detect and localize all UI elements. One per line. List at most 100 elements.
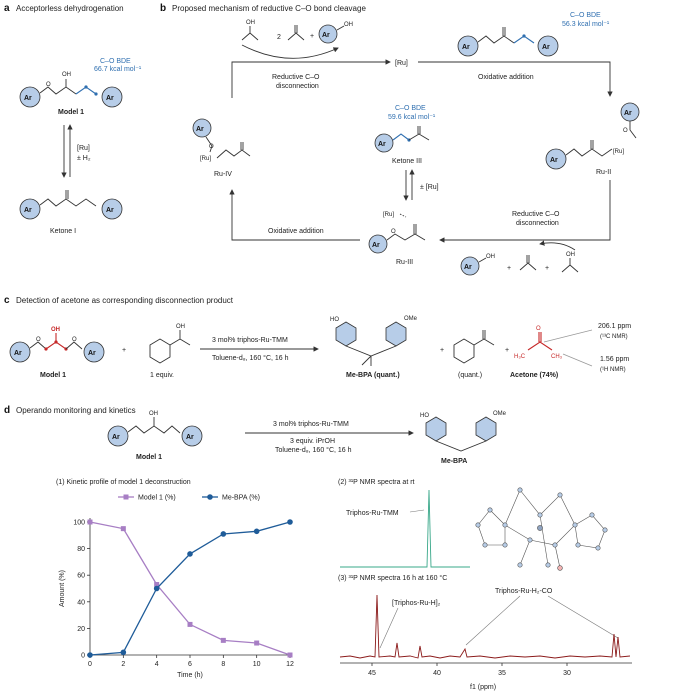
svg-text:O: O (209, 144, 214, 150)
nmr-hot-spectrum (339, 594, 631, 659)
crystal-structure-icon (475, 487, 608, 571)
svg-text:[Ru]: [Ru] (383, 212, 394, 218)
data-point (253, 528, 260, 535)
data-point (187, 551, 193, 557)
svg-text:Ar: Ar (322, 32, 330, 39)
panel-b-plus: + (310, 33, 314, 40)
data-point (153, 585, 160, 592)
aryl-ring-icon: Ar (19, 86, 41, 108)
aryl-ring-icon: Ar (374, 133, 394, 153)
panel-d-nmr-rt-label: Triphos-Ru-TMM (346, 510, 399, 517)
data-point (220, 531, 227, 537)
panel-d: d Operando monitoring and kinetics Ar OH… (4, 405, 632, 691)
f1-tick-label: 40 (433, 670, 441, 677)
panel-c-title: Detection of acetone as corresponding di… (16, 296, 234, 305)
panel-a: a Acceptorless dehydrogenation C–O BDE 6… (4, 3, 142, 235)
panel-d-conditions-3: Toluene-d₈, 160 °C, 16 h (275, 446, 352, 454)
data-point (120, 526, 126, 532)
panel-d-kinetic-title: (1) Kinetic profile of model 1 deconstru… (56, 479, 191, 486)
panel-c-ome: OMe (404, 316, 418, 322)
y-tick-label: 40 (77, 599, 85, 606)
svg-text:Ar: Ar (106, 207, 114, 214)
aryl-ring-icon: Ar (101, 198, 123, 220)
y-axis-label: Amount (%) (59, 570, 66, 607)
panel-d-product: Me-BPA (441, 458, 467, 465)
panel-b-bde-top-label: C–O BDE (570, 12, 601, 19)
panel-b-bde-top-value: 56.3 kcal mol⁻¹ (562, 21, 610, 28)
aryl-ring-icon: Ar (181, 425, 203, 447)
panel-b-letter: b (160, 3, 166, 14)
panel-d-nmr-hot-title: (3) ³¹P NMR spectra 16 h at 160 °C (338, 574, 447, 582)
hydroxyl-label: OH (62, 72, 71, 78)
svg-text:O: O (623, 128, 628, 134)
panel-d-title: Operando monitoring and kinetics (16, 406, 136, 415)
svg-text:Ar: Ar (378, 141, 386, 148)
panel-c-c13-nmr: (¹³C NMR) (600, 334, 628, 340)
panel-b-ru-center: [Ru] (395, 60, 408, 67)
panel-a-h2: ± H₂ (77, 155, 91, 162)
panel-c-ho: HO (330, 317, 339, 323)
panel-d-co-label: Triphos-Ru-H₂-CO (495, 588, 553, 595)
x-axis-label: Time (h) (177, 672, 203, 679)
aryl-ring-icon: Ar (545, 148, 567, 170)
nmr-rt-spectrum (340, 489, 470, 568)
svg-text:HO: HO (420, 413, 429, 419)
panel-b-title: Proposed mechanism of reductive C–O bond… (172, 4, 366, 13)
y-tick-label: 20 (77, 626, 85, 633)
svg-text:OH: OH (486, 254, 495, 260)
data-point (287, 652, 293, 658)
panel-b-reductive-bottom-1: Reductive C–O (512, 211, 560, 218)
series-line (89, 521, 291, 656)
panel-d-f1-label: f1 (ppm) (470, 684, 496, 691)
panel-a-title: Acceptorless dehydrogenation (16, 4, 124, 13)
svg-text:Ar: Ar (112, 434, 120, 441)
f1-tick-label: 35 (498, 670, 506, 677)
x-tick-label: 0 (88, 661, 92, 668)
aryl-ring-icon: Ar (537, 35, 559, 57)
svg-text:O: O (536, 326, 541, 332)
svg-text:[Ru]: [Ru] (200, 156, 211, 162)
svg-text:Ar: Ar (196, 126, 204, 133)
panel-a-model-label: Model 1 (58, 109, 84, 116)
aryl-ring-icon: Ar (192, 118, 212, 138)
panel-c-acetone: Acetone (74%) (510, 372, 558, 379)
panel-d-nmr-rt-title: (2) ³¹P NMR spectra at rt (338, 479, 415, 486)
x-tick-label: 6 (188, 661, 192, 668)
oxygen-label: O (46, 82, 51, 88)
panel-b-ru-ii: Ru-II (596, 169, 611, 176)
panel-b: b Proposed mechanism of reductive C–O bo… (160, 3, 640, 276)
panel-b-oxidative-bottom: Oxidative addition (268, 228, 324, 235)
data-point (154, 582, 160, 588)
f1-tick-label: 30 (563, 670, 571, 677)
svg-text:Ar: Ar (372, 242, 380, 249)
svg-text:Ar: Ar (462, 44, 470, 51)
x-tick-label: 10 (253, 661, 261, 668)
data-point (287, 519, 293, 525)
panel-c: c Detection of acetone as corresponding … (4, 295, 631, 379)
panel-b-ru-iv: Ru-IV (214, 171, 232, 178)
svg-text:Ar: Ar (106, 95, 114, 102)
panel-a-bde-value: 66.7 kcal mol⁻¹ (94, 66, 142, 73)
panel-b-ru-pm: ± [Ru] (420, 184, 439, 191)
svg-text:OMe: OMe (493, 411, 507, 417)
svg-text:OH: OH (344, 22, 353, 28)
svg-text:O: O (391, 229, 396, 235)
svg-text:Ar: Ar (550, 157, 558, 164)
aryl-ring-icon: Ar (83, 341, 105, 363)
panel-b-two: 2 (277, 34, 281, 41)
panel-b-ru-iii: Ru-III (396, 259, 413, 266)
x-tick-label: 8 (221, 661, 225, 668)
panel-b-reductive-top-2: disconnection (276, 83, 319, 90)
aryl-ring-icon: Ar (318, 24, 338, 44)
svg-text:Ar: Ar (542, 44, 550, 51)
panel-b-reductive-top-1: Reductive C–O (272, 74, 320, 81)
data-point (254, 640, 260, 646)
panel-b-reductive-bottom-2: disconnection (516, 220, 559, 227)
svg-text:Ar: Ar (14, 350, 22, 357)
svg-text:[Ru]: [Ru] (613, 149, 624, 155)
panel-d-letter: d (4, 405, 10, 416)
panel-c-letter: c (4, 295, 10, 306)
panel-d-model-label: Model 1 (136, 454, 162, 461)
